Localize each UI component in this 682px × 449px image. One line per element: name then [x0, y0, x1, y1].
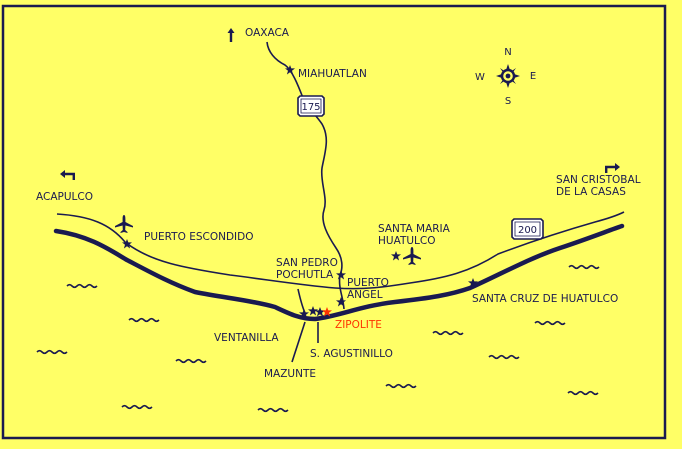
label-san-pedro-line2: POCHUTLA	[276, 269, 334, 281]
compass-west: W	[475, 72, 485, 83]
label-zipolite: ZIPOLITE	[335, 319, 382, 331]
arrow-left-icon	[60, 170, 75, 180]
highway-shield-icon-175: 175	[297, 95, 325, 117]
star-icon	[336, 297, 346, 307]
star-icon-zipolite	[322, 307, 332, 317]
compass-rose-icon	[496, 64, 520, 88]
star-icon	[315, 307, 325, 317]
highway-200-label: 200	[518, 225, 537, 236]
label-miahuatlan: MIAHUATLAN	[298, 68, 367, 80]
arrow-up-icon	[227, 28, 235, 42]
label-mazunte: MAZUNTE	[264, 368, 316, 380]
label-oaxaca: OAXACA	[245, 27, 290, 39]
label-santa-maria-line2: HUATULCO	[378, 235, 436, 247]
label-puerto-angel-line2: ANGEL	[347, 289, 383, 301]
highway-200-road	[56, 211, 625, 290]
highway-175-label: 175	[301, 102, 320, 113]
label-santa-maria-line1: SANTA MARIA	[378, 223, 451, 235]
compass-south: S	[505, 96, 511, 107]
label-santa-cruz: SANTA CRUZ DE HUATULCO	[472, 293, 618, 305]
airplane-icon-puerto-escondido	[115, 215, 133, 233]
town-stars	[122, 65, 478, 319]
label-san-pedro-line1: SAN PEDRO	[276, 257, 338, 269]
arrow-right-icon	[605, 163, 620, 173]
label-san-cristobal-line1: SAN CRISTOBAL	[556, 174, 641, 186]
compass-east: E	[530, 71, 536, 82]
label-puerto-angel-line1: PUERTO	[347, 277, 389, 289]
star-icon	[336, 270, 346, 280]
star-icon	[391, 251, 401, 261]
highway-shield-icon-200: 200	[511, 218, 544, 240]
coastline	[53, 223, 625, 322]
airplane-icon-huatulco	[403, 247, 421, 265]
label-puerto-escondido: PUERTO ESCONDIDO	[144, 231, 253, 243]
label-agustinillo: S. AGUSTINILLO	[310, 348, 393, 360]
label-ventanilla: VENTANILLA	[214, 332, 279, 344]
compass-north: N	[504, 47, 511, 58]
map-frame	[1, 4, 667, 440]
label-acapulco: ACAPULCO	[36, 191, 93, 203]
label-san-cristobal-line2: DE LA CASAS	[556, 186, 626, 198]
road-to-mazunte	[291, 321, 306, 363]
